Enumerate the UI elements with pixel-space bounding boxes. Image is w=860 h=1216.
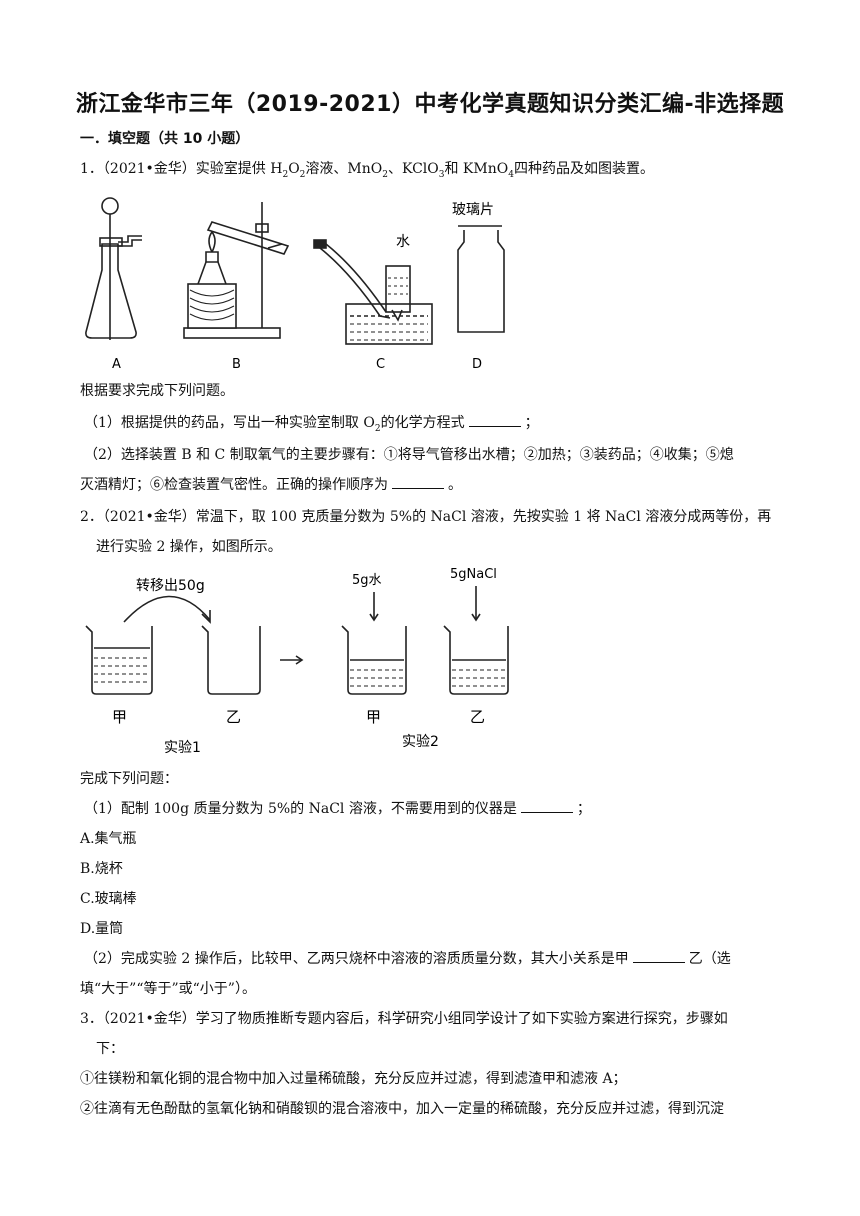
- label-experiment-1: 实验1: [164, 740, 201, 756]
- q1-part2-line1: （2）选择装置 B 和 C 制取氧气的主要步骤有：①将导气管移出水槽；②加热；③…: [84, 447, 734, 463]
- section-heading: 一．填空题（共 10 小题）: [80, 131, 250, 147]
- q2-part2-line2: 填“大于”“等于”或“小于”）。: [80, 981, 256, 997]
- q1-answer-blank-1[interactable]: [468, 412, 521, 427]
- q2-option-c: C.玻璃棒: [80, 891, 137, 907]
- q2-answer-blank-1[interactable]: [520, 798, 573, 813]
- label-yi-2: 乙: [470, 708, 485, 726]
- label-5g-water: 5g水: [352, 573, 382, 588]
- q3-stem-line2: 下：: [96, 1041, 124, 1057]
- q2-stem-line2: 进行实验 2 操作，如图所示。: [96, 539, 282, 555]
- q2-option-d: D.量筒: [80, 921, 124, 937]
- label-yi-1: 乙: [226, 708, 241, 726]
- label-a: A: [112, 357, 121, 372]
- label-b: B: [232, 357, 241, 372]
- label-transfer: 转移出50g: [136, 578, 205, 594]
- q2-answer-blank-2[interactable]: [632, 948, 685, 963]
- q1-answer-blank-2[interactable]: [392, 474, 444, 489]
- page-title: 浙江金华市三年（2019-2021）中考化学真题知识分类汇编-非选择题: [75, 92, 785, 117]
- q1-part2-line2: 灭酒精灯；⑥检查装置气密性。正确的操作顺序为。: [80, 470, 780, 500]
- q1-part1: （1）根据提供的药品，写出一种实验室制取 O2的化学方程式；: [84, 408, 784, 444]
- q1-stem: 1．（2021•金华）实验室提供 H2O2溶液、MnO2、KClO3和 KMnO…: [80, 161, 654, 180]
- q2-stem-line1: 2．（2021•金华）常温下，取 100 克质量分数为 5%的 NaCl 溶液，…: [80, 509, 772, 525]
- q1-apparatus-figure: 水 玻璃片 A B C D: [85, 197, 505, 372]
- label-jia-2: 甲: [366, 708, 381, 726]
- q3-stem-line1: 3．（2021•金华）学习了物质推断专题内容后，科学研究小组同学设计了如下实验方…: [80, 1011, 728, 1027]
- q2-beaker-figure: 转移出50g 5g水 5gNaCl 甲 乙 甲 乙 实验1 实验2: [85, 567, 509, 756]
- q3-step-2: ②往滴有无色酚酞的氢氧化钠和硝酸钡的混合溶液中，加入一定量的稀硫酸，充分反应并过…: [80, 1101, 724, 1117]
- q2-part2-line1: （2）完成实验 2 操作后，比较甲、乙两只烧杯中溶液的溶质质量分数，其大小关系是…: [84, 944, 784, 974]
- label-water: 水: [396, 234, 410, 250]
- label-d: D: [472, 357, 482, 372]
- q2-option-b: B.烧杯: [80, 861, 123, 877]
- q2-part1: （1）配制 100g 质量分数为 5%的 NaCl 溶液，不需要用到的仪器是；: [84, 794, 784, 824]
- q2-intro: 完成下列问题：: [80, 771, 178, 787]
- q2-option-a: A.集气瓶: [80, 831, 137, 847]
- q1-intro: 根据要求完成下列问题。: [80, 383, 234, 399]
- label-5g-nacl: 5gNaCl: [450, 567, 497, 582]
- label-experiment-2: 实验2: [402, 734, 439, 750]
- label-c: C: [376, 357, 385, 372]
- q3-step-1: ①往镁粉和氧化铜的混合物中加入过量稀硫酸，充分反应并过滤，得到滤渣甲和滤液 A；: [80, 1071, 627, 1087]
- label-jia-1: 甲: [112, 708, 127, 726]
- label-glass-plate: 玻璃片: [452, 201, 494, 218]
